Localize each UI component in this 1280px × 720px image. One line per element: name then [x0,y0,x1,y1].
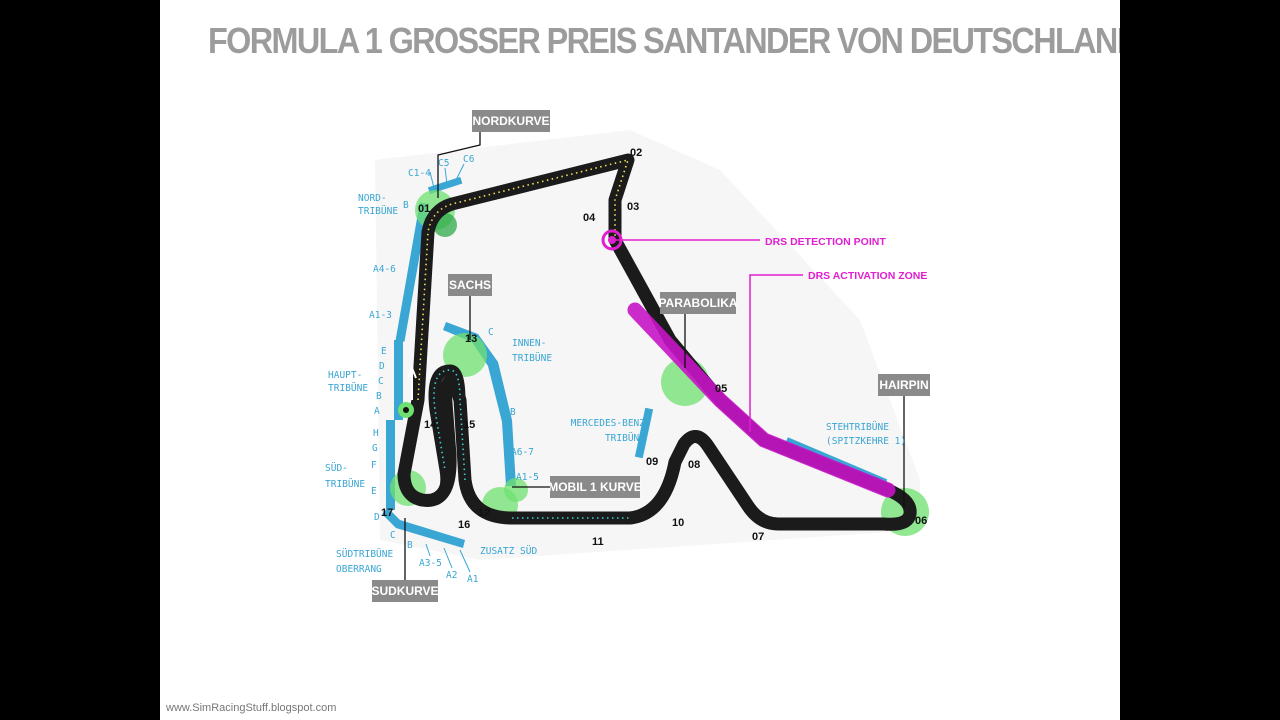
label-c14: C1-4 [408,168,431,179]
turn-10: 10 [672,517,684,529]
stand-sued [386,420,395,510]
label-b-innen: B [510,407,516,418]
label-steh-2: (SPITZKEHRE 1) [826,436,906,447]
label-c: C [378,376,384,387]
turn-07: 07 [752,531,764,543]
glow-t11 [504,478,528,502]
label-innen-2: TRIBÜNE [512,353,552,364]
circuit-map: DRS DETECTION POINT DRS ACTIVATION ZONE … [325,110,930,602]
stand-mercedes [634,407,654,459]
label-nord-1: NORD- [358,193,387,204]
label-a35: A3-5 [419,558,442,569]
label-a1: A1 [467,574,479,585]
tag-nordkurve: NORDKURVE [472,114,549,128]
track-infield [424,364,471,506]
page-title: FORMULA 1 GROSSER PREIS SANTANDER VON DE… [208,20,1120,61]
drs-activation-line [749,274,803,432]
tag-nordkurve-box [472,110,550,132]
turn-17: 17 [381,507,393,519]
grandstand-labels: C1-4 C5 C6 NORD- TRIBÜNE B A4-6 A1-3 E D… [325,154,906,585]
turn-02: 02 [630,147,642,159]
tag-sudkurve-box [372,580,438,602]
stand-connector-c [429,163,465,189]
drs-activation-label: DRS ACTIVATION ZONE [808,270,927,282]
label-a13: A1-3 [369,310,392,321]
label-a46: A4-6 [373,264,396,275]
label-c2: C [390,530,396,541]
turn-11: 11 [592,536,604,548]
turn-numbers: 01 02 03 04 05 06 07 08 09 10 11 12 13 1… [381,147,927,548]
turn-04: 04 [583,212,596,224]
credit-text: www.SimRacingStuff.blogspot.com [166,702,337,714]
tag-mobil1: MOBIL 1 KURVE [548,480,642,494]
label-sudober-2: OBERRANG [336,564,382,575]
turn-09: 09 [646,456,658,468]
turn-05: 05 [715,383,727,395]
slide: FORMULA 1 GROSSER PREIS SANTANDER VON DE… [160,0,1120,720]
label-f: F [371,460,377,471]
label-g: G [372,443,378,454]
label-haupt-1: HAUPT- [328,370,362,381]
stand-c [427,176,463,195]
label-b2: B [407,540,413,551]
label-a2: A2 [446,570,457,581]
corner-tags: NORDKURVE SACHS PARABOLIKA HAIRPIN MOBIL… [371,110,930,602]
label-mercedes-2: TRIBÜNE [605,433,645,444]
start-marker-dot [403,407,409,413]
tag-hairpin-box [878,374,930,396]
turn-16: 16 [458,519,470,531]
label-haupt-2: TRIBÜNE [328,383,368,394]
stand-suedkurve [382,508,465,548]
label-nord-2: TRIBÜNE [358,206,398,217]
turn-13: 13 [465,333,477,345]
stand-innen [443,322,516,486]
label-c-innen: C [488,327,494,338]
label-steh-1: STEHTRIBÜNE [826,422,889,433]
label-b-nord: B [403,200,409,211]
label-sud-2: TRIBÜNE [325,479,365,490]
label-sud-1: SÜD- [325,463,348,474]
label-h: H [373,428,379,439]
label-mercedes-1: MERCEDES-BENZ [571,418,646,429]
label-c6: C6 [463,154,475,165]
turn-06: 06 [915,515,927,527]
label-a15: A1-5 [516,472,539,483]
label-innen-1: INNEN- [512,338,546,349]
stand-haupt [394,340,403,420]
racing-line-yellow [417,158,630,401]
stand-nord [395,202,429,342]
tag-sudkurve: SUDKURVE [371,584,438,598]
turn-03: 03 [627,201,639,213]
turn-08: 08 [688,459,700,471]
stand-connector-a [425,543,471,573]
turn-15: 15 [463,419,475,431]
tag-mobil1-box [550,476,640,498]
drs-zone [627,302,896,498]
label-d2: D [374,512,380,523]
turn-01: 01 [418,203,430,215]
turn-12: 12 [478,507,490,519]
label-e2: E [371,486,377,497]
direction-arrow-icon [407,365,417,400]
label-a: A [374,406,380,417]
label-zusatz: ZUSATZ SÜD [480,546,537,557]
tag-sachs: SACHS [449,278,491,292]
turn-14: 14 [424,419,437,431]
callout-nordkurve [437,132,481,198]
label-c5: C5 [438,158,449,169]
label-d: D [379,361,385,372]
tag-parabolika-box [660,292,736,314]
tag-parabolika: PARABOLIKA [658,296,737,310]
label-a67: A6-7 [511,447,534,458]
tag-hairpin: HAIRPIN [879,378,928,392]
label-e: E [381,346,387,357]
racing-line-cyan [433,369,466,481]
label-sudober-1: SÜDTRIBÜNE [336,549,393,560]
tag-sachs-box [448,274,492,296]
drs-detection-label: DRS DETECTION POINT [765,236,886,248]
label-b: B [376,391,382,402]
